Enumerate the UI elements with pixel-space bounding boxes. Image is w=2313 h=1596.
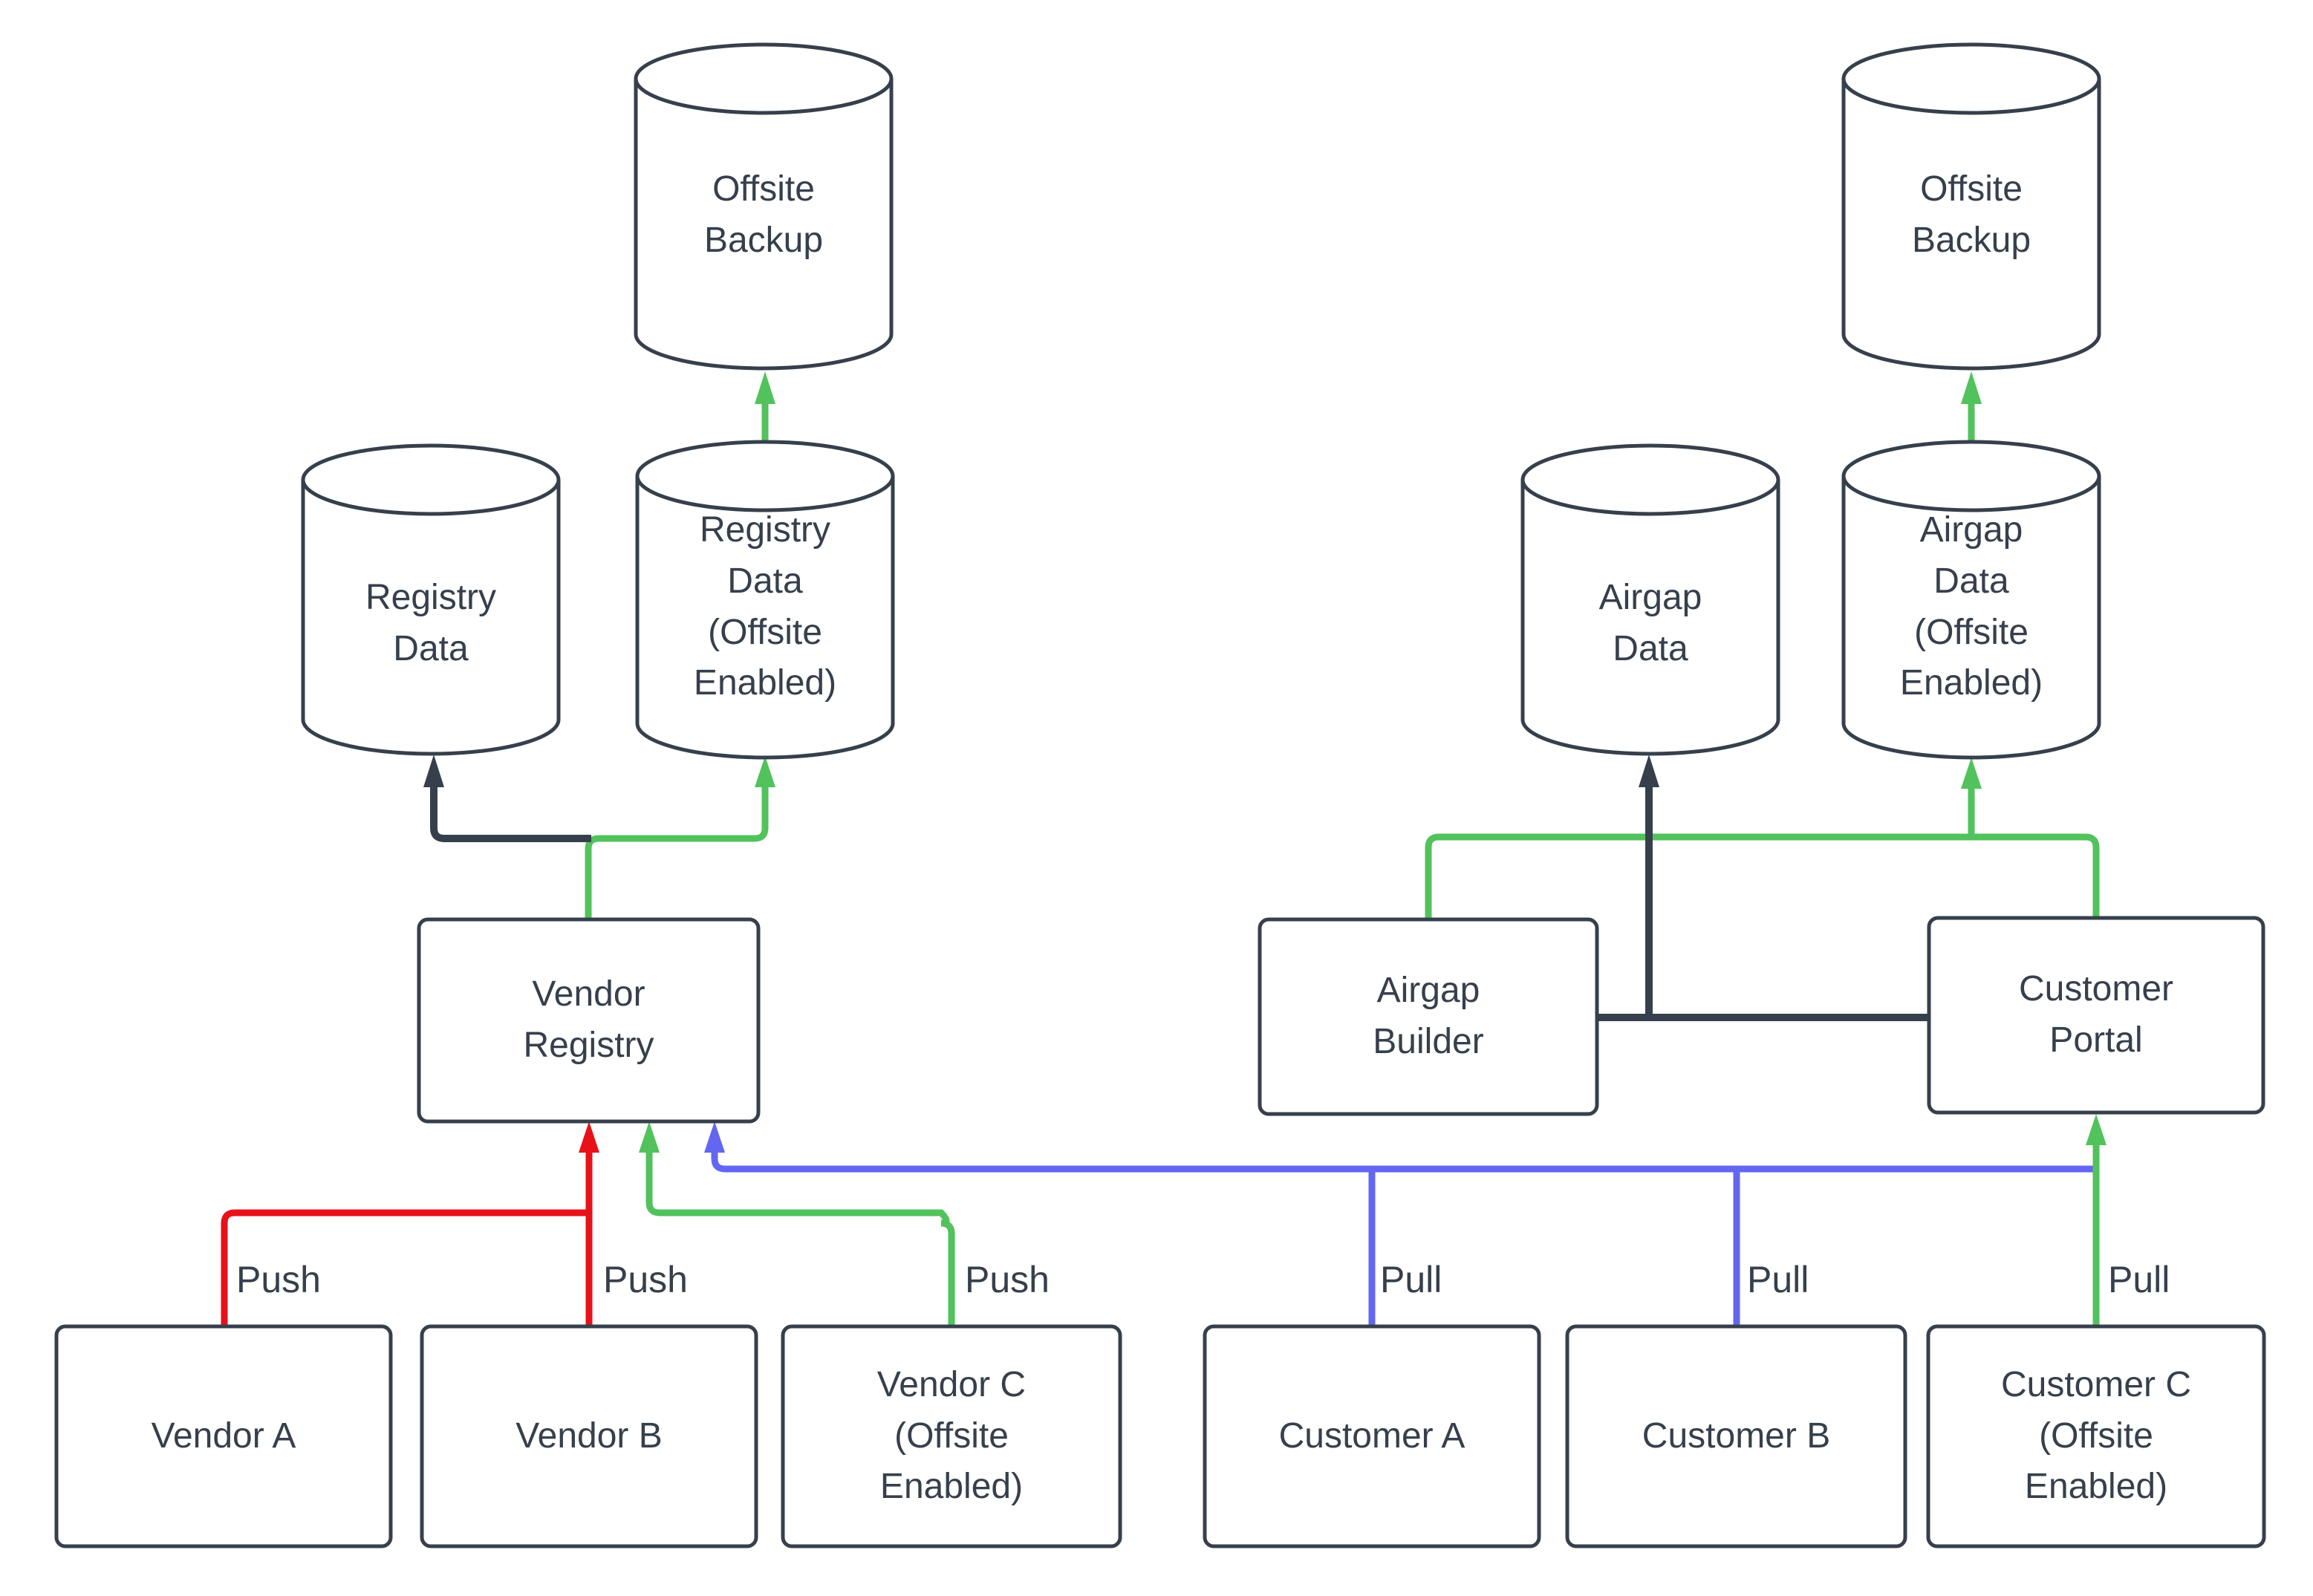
green-arrowhead-registry-data-offsite <box>755 756 775 787</box>
cylinder-offsite-backup-right <box>1841 42 2101 371</box>
edge-label-pull-customer-b: Pull <box>1747 1259 1809 1300</box>
label-vendor-a: Vendor A <box>151 1416 296 1456</box>
green-arrowhead-offsite-backup-left <box>755 371 775 404</box>
green-edge-builder-portal-top <box>1425 833 2100 919</box>
node-customer-c <box>1926 1324 2266 1548</box>
green-arrowhead-vendor-registry <box>639 1121 660 1153</box>
label-registry-data: Registry Data <box>365 578 497 668</box>
blue-arrowhead-vendor-registry <box>704 1121 725 1153</box>
label-offsite-backup-right: Offsite Backup <box>1911 169 2031 260</box>
label-customer-c: Customer C (Offsite Enabled) <box>2000 1365 2192 1507</box>
edge-label-push-vendor-c: Push <box>965 1259 1050 1300</box>
red-edge-vendor-a-push <box>221 1209 592 1326</box>
node-customer-b <box>1565 1324 1907 1548</box>
green-edge-vendor-registry-split <box>585 766 769 919</box>
label-customer-a: Customer A <box>1278 1416 1465 1456</box>
red-arrowhead-vendor-registry <box>579 1121 599 1153</box>
dark-edge-registry-data <box>430 766 591 842</box>
label-registry-data-offsite: Registry Data (Offsite Enabled) <box>693 510 837 703</box>
cylinder-airgap-data <box>1520 443 1780 756</box>
edge-label-push-vendor-b: Push <box>603 1259 688 1300</box>
edge-label-push-vendor-a: Push <box>236 1259 321 1300</box>
label-vendor-registry: Vendor Registry <box>523 974 654 1065</box>
label-airgap-data-offsite: Airgap Data (Offsite Enabled) <box>1899 510 2043 703</box>
green-edge-vendor-c-push <box>645 1132 955 1326</box>
node-customer-a <box>1203 1324 1541 1548</box>
edge-label-pull-customer-c: Pull <box>2108 1259 2170 1300</box>
dark-arrowhead-airgap-data <box>1639 755 1659 787</box>
node-vendor-a <box>54 1324 393 1548</box>
node-customer-portal <box>1927 916 2265 1115</box>
node-vendor-b <box>420 1324 758 1548</box>
dark-arrowhead-registry-data <box>423 755 444 787</box>
label-airgap-builder: Airgap Builder <box>1373 971 1484 1061</box>
cylinder-registry-data <box>301 443 561 756</box>
green-arrowhead-airgap-data-offsite <box>1961 758 1982 789</box>
edge-label-pull-customer-a: Pull <box>1380 1259 1442 1300</box>
node-airgap-builder <box>1258 917 1599 1116</box>
cylinder-registry-data-offsite <box>635 440 895 760</box>
green-arrowhead-customer-portal <box>2086 1114 2107 1145</box>
label-customer-portal: Customer Portal <box>2018 969 2174 1060</box>
label-vendor-c: Vendor C (Offsite Enabled) <box>876 1365 1027 1507</box>
cylinder-offsite-backup-left <box>634 42 894 371</box>
label-airgap-data: Airgap Data <box>1598 578 1702 668</box>
label-offsite-backup-left: Offsite Backup <box>703 169 824 260</box>
node-vendor-c <box>781 1324 1122 1548</box>
green-arrowhead-offsite-backup-right <box>1961 371 1982 404</box>
blue-edge-pull-horizontal <box>711 1132 2095 1173</box>
label-vendor-b: Vendor B <box>515 1416 663 1456</box>
label-customer-b: Customer B <box>1642 1416 1831 1456</box>
cylinder-airgap-data-offsite <box>1841 440 2101 760</box>
node-vendor-registry <box>417 917 761 1124</box>
